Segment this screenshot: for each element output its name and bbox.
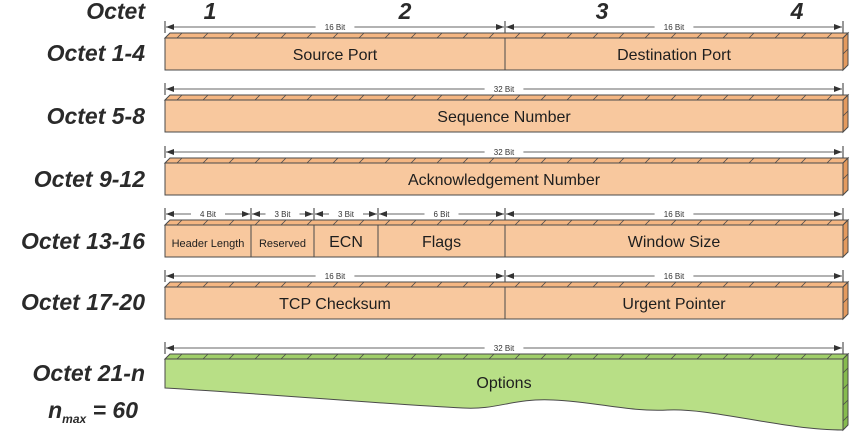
dimension-3: 3 Bit: [313, 208, 379, 220]
bar-top-hatching: [176, 32, 833, 39]
row-label-octet-5-8: Octet 5-8: [47, 103, 146, 129]
dimension-label: 3 Bit: [338, 210, 355, 219]
bar-top-hatching: [176, 157, 833, 164]
bar-front-face: [164, 99, 844, 133]
bar-top-hatching: [176, 219, 833, 226]
bar-side-hatching: [842, 297, 849, 304]
dimension-label: 16 Bit: [664, 272, 685, 281]
note-value: = 60: [86, 397, 138, 423]
row-label-octet-9-12: Octet 9-12: [34, 166, 145, 192]
field-acknowledgement-number: Acknowledgement Number: [408, 172, 601, 189]
field-sequence-number: Sequence Number: [437, 109, 571, 126]
field-window-size: Window Size: [628, 234, 721, 251]
column-label-4: 4: [790, 0, 804, 24]
row-label-octet-21-n: Octet 21-n: [33, 360, 145, 386]
bar-front-face: [164, 286, 844, 320]
field-reserved: Reserved: [259, 238, 306, 250]
bar-side-hatching: [842, 235, 849, 242]
note-max: max: [62, 412, 87, 426]
dimension-5: 16 Bit: [504, 208, 844, 220]
note-n: n: [48, 397, 62, 423]
bar-side-hatching: [842, 367, 849, 422]
bar-top-hatching: [176, 94, 833, 101]
bar-top-face: [163, 353, 850, 360]
dimension-2: 16 Bit: [504, 270, 844, 282]
dimension-4: 6 Bit: [377, 208, 506, 220]
field-tcp-checksum: TCP Checksum: [279, 296, 391, 313]
dimension-label: 32 Bit: [494, 85, 515, 94]
dimension-label: 32 Bit: [494, 148, 515, 157]
bar-side-hatching: [842, 173, 849, 180]
row-label-octet-1-4: Octet 1-4: [47, 40, 146, 66]
row-label-octet-13-16: Octet 13-16: [21, 228, 145, 254]
bar-side-hatching: [842, 48, 849, 55]
column-label-2: 2: [398, 0, 412, 24]
dimension-1: 32 Bit: [164, 342, 844, 354]
bar-side-face: [842, 352, 849, 432]
dimension-1: 32 Bit: [164, 83, 844, 95]
dimension-label: 16 Bit: [664, 23, 685, 32]
bar-top-face: [163, 157, 850, 164]
row-label-octet-17-20: Octet 17-20: [21, 289, 145, 315]
dimension-label: 16 Bit: [325, 272, 346, 281]
dimension-label: 6 Bit: [433, 210, 450, 219]
field-urgent-pointer: Urgent Pointer: [622, 296, 726, 313]
dimension-1: 16 Bit: [164, 270, 506, 282]
dimension-1: 32 Bit: [164, 146, 844, 158]
bar-front-face: [164, 224, 844, 258]
field-destination-port: Destination Port: [617, 47, 731, 64]
column-label-1: 1: [204, 0, 217, 24]
octet-header-label: Octet: [86, 0, 146, 24]
field-options: Options: [476, 375, 531, 392]
field-source-port: Source Port: [293, 47, 378, 64]
dimension-label: 4 Bit: [200, 210, 217, 219]
field-flags: Flags: [422, 234, 461, 251]
bar-top-hatching: [176, 281, 833, 288]
bar-top-face: [163, 94, 850, 101]
field-ecn: ECN: [329, 234, 363, 251]
column-label-3: 3: [596, 0, 609, 24]
bar-top-hatching: [176, 353, 833, 360]
dimension-2: 16 Bit: [504, 21, 844, 33]
options-bar-front: [164, 358, 844, 431]
dimension-label: 3 Bit: [274, 210, 291, 219]
dimension-2: 3 Bit: [250, 208, 315, 220]
field-header-length: Header Length: [172, 238, 245, 250]
bar-top-face: [163, 32, 850, 39]
bar-side-hatching: [842, 110, 849, 117]
dimension-1: 4 Bit: [164, 208, 252, 220]
dimension-label: 16 Bit: [325, 23, 346, 32]
dimension-label: 16 Bit: [664, 210, 685, 219]
bar-front-face: [164, 37, 844, 71]
options-size-note: nmax = 60: [48, 397, 138, 426]
bar-top-face: [163, 281, 850, 288]
dimension-label: 32 Bit: [494, 344, 515, 353]
bar-top-face: [163, 219, 850, 226]
